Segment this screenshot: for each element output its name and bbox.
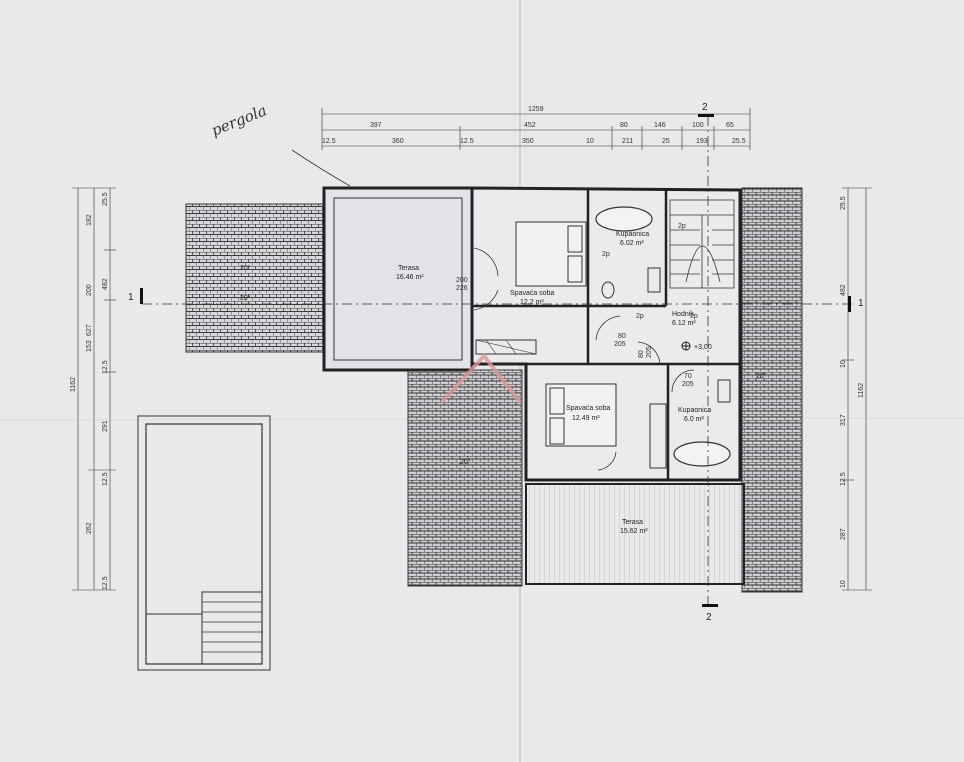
section-marker-2-bottom [702,604,718,607]
dim-overall-top: 1259 [528,106,544,113]
dim-top: 80 [620,122,628,129]
right-dimensions [842,187,872,591]
dim-top: 146 [654,122,666,129]
dim-left: 291 [102,420,109,432]
room-name: Hodnik [672,311,694,318]
room-area: 6.0 m² [684,416,705,423]
watermark-logo [440,352,522,404]
roof-slope: 20° [460,458,471,466]
washbasin [717,379,731,403]
room-area: 12.2 m² [520,299,544,306]
door-dim: 80 [618,333,626,340]
section-marker-2-top [698,114,714,117]
top-dimensions [321,108,751,150]
room-name: Kupaonica [678,407,711,414]
dim-right: 482 [840,284,847,296]
door-dim: 226 [456,285,468,292]
dim-left: 627 [86,324,93,336]
left-dimensions [72,187,116,591]
door-dim: 200 [456,277,468,284]
room-area: 12.49 m² [572,415,600,422]
dim-top: 25.5 [732,138,746,145]
pergola-arrow [291,149,351,187]
dim-top: 360 [392,138,404,145]
bathtub-upper [595,206,653,232]
room-area: 16.46 m² [396,274,424,281]
room-name: Terasa [398,265,419,272]
dim-left: 12.5 [102,360,109,374]
dim-left: 12.5 [102,576,109,590]
dim-overall-right: 1162 [858,383,865,398]
room-code: 2p [678,223,686,230]
section-label-1-left: 1 [128,292,134,303]
dim-top: 211 [622,138,633,145]
dim-right: 25.5 [840,196,847,210]
dim-right: 317 [840,414,847,426]
section-label-1-right: 1 [858,298,864,309]
roof-slope: 20° [240,264,251,272]
roof-slope: 20° [240,294,251,302]
room-name: Spavaća soba [510,290,554,297]
room-name: Spavaća soba [566,405,610,412]
bathtub-lower [673,441,731,467]
door-dim: 80 [638,350,645,358]
site-sketch [137,415,271,671]
room-code: 2p [602,251,610,258]
room-code: 2p [690,313,698,320]
staircase [669,199,735,289]
level-label: +3,00 [694,344,712,351]
dim-right: 287 [840,528,847,540]
interior-walls [472,190,740,480]
roof-slope: 20° [756,372,767,380]
pergola-annotation: pergola [209,101,270,139]
dim-left: 153 [86,340,93,352]
dim-top: 12.5 [322,138,336,145]
dim-left: 482 [102,278,109,290]
dim-top: 10 [586,138,594,145]
dim-left: 200 [86,284,93,296]
roof-left [185,203,325,353]
dim-top: 452 [524,122,536,129]
toilet [601,281,615,299]
bed-upper [515,221,587,287]
roof-right [741,187,803,593]
room-area: 6.12 m² [672,320,696,327]
dim-left: 25.5 [102,192,109,206]
section-label-2-bottom: 2 [706,612,712,623]
section-marker-1-right [848,296,851,312]
room-name: Terasa [622,519,643,526]
dim-overall-left: 1162 [70,377,77,392]
section-marker-1-left [140,288,143,304]
bed-lower [545,383,617,447]
roof-lower-left [407,369,523,587]
dim-top: 193 [696,138,708,145]
room-code: 2p [636,313,644,320]
washbasin [647,267,661,293]
door-dim: 205 [646,346,653,358]
dim-top: 65 [726,122,734,129]
dim-left: 262 [86,522,93,534]
wardrobe-lower [649,403,667,469]
dim-right: 10 [840,580,847,588]
dim-top: 12.5 [460,138,474,145]
dim-top: 100 [692,122,704,129]
door-swings [473,247,695,471]
dim-left: 182 [86,214,93,226]
dim-top: 350 [522,138,534,145]
room-area: 15.62 m² [620,528,648,535]
section-label-2-top: 2 [702,102,708,113]
dim-right: 10 [840,360,847,368]
door-dim: 70 [684,373,692,380]
dim-top: 25 [662,138,670,145]
dim-top: 397 [370,122,382,129]
door-dim: 205 [614,341,626,348]
room-area: 6.02 m² [620,240,644,247]
room-name: Kupaonica [616,231,649,238]
door-dim: 205 [682,381,694,388]
dim-left: 12.5 [102,472,109,486]
dim-right: 12.5 [840,472,847,486]
